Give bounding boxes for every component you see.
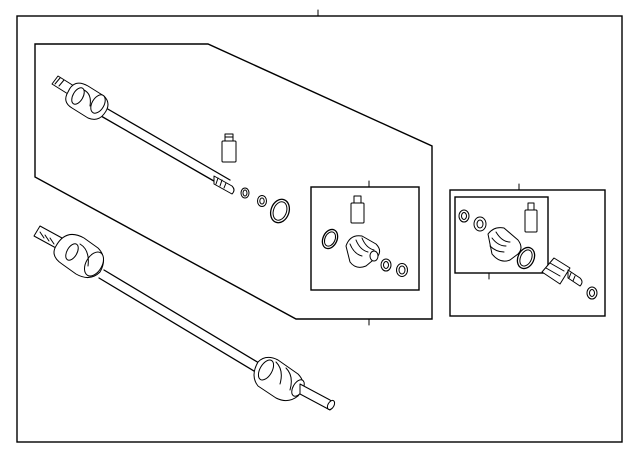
clamp-ring-icon (380, 258, 408, 277)
clamp-ring-icon (240, 187, 291, 224)
clamp-ring-icon (516, 246, 536, 270)
grease-tube-icon (350, 195, 365, 224)
clamp-ring-icon (586, 286, 598, 300)
axle-shaft-icon (33, 225, 336, 411)
cv-joint-icon (541, 257, 583, 287)
inner-boot-kit-box (310, 186, 420, 291)
clamp-ring-icon (321, 228, 339, 250)
axle-shaft-icon (51, 75, 235, 195)
cv-boot-icon (487, 227, 522, 262)
grease-tube-icon (221, 133, 237, 163)
outer-boot-kit-box (449, 189, 606, 317)
cv-boot-icon (345, 235, 381, 268)
diagram-frame (16, 15, 623, 443)
clamp-ring-icon (458, 209, 487, 232)
grease-tube-icon (524, 202, 538, 233)
outer-boot-subkit-box (454, 196, 549, 274)
upper-axle-kit-outline (34, 43, 433, 320)
